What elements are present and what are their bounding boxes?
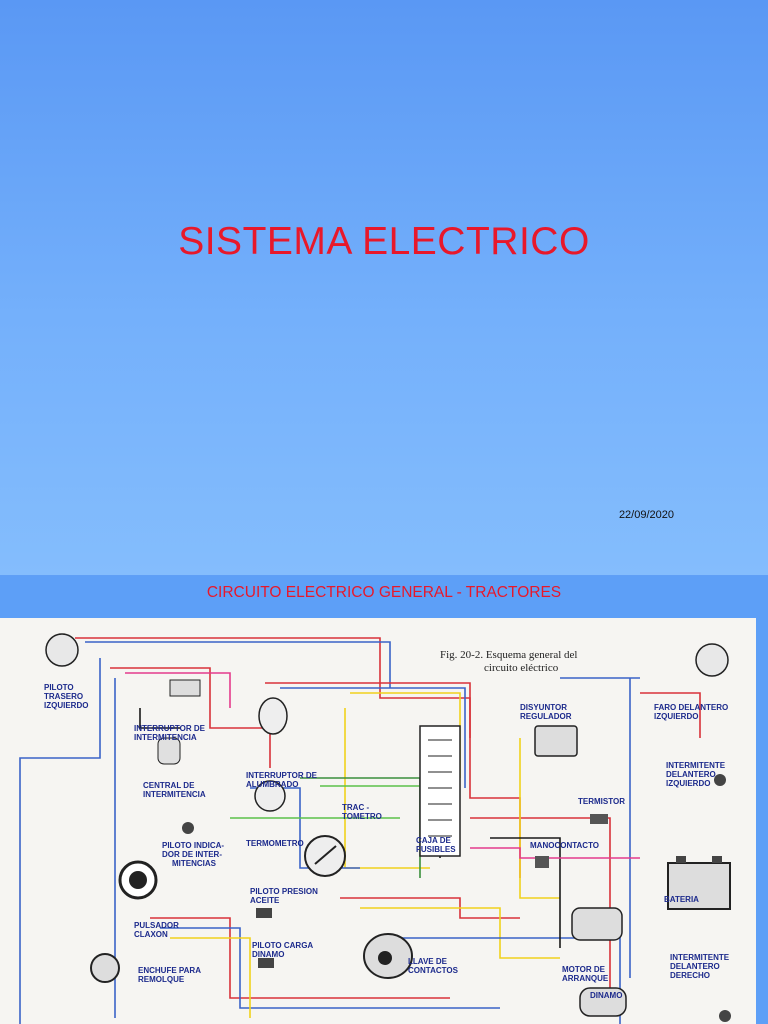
label-piloto-indicador-1: PILOTO INDICA-: [162, 841, 224, 850]
central-intermitencia-unit: [157, 737, 181, 765]
label-bateria: BATERIA: [664, 895, 699, 904]
label-piloto-indicador-2: DOR DE INTER-: [162, 850, 222, 859]
label-manocontacto: MANOCONTACTO: [530, 841, 599, 850]
bateria-block: [667, 862, 731, 910]
label-central-intermitencia-2: INTERMITENCIA: [143, 790, 206, 799]
label-motor-arranque-2: ARRANQUE: [562, 974, 609, 983]
label-faro-delantero-1: FARO DELANTERO: [654, 703, 728, 712]
tractometro-needle: [314, 845, 337, 865]
termistor-sensor: [590, 814, 608, 824]
component-labels: PILOTO TRASERO IZQUIERDO INTERRUPTOR DE …: [44, 683, 730, 1000]
title-slide: SISTEMA ELECTRICO 22/09/2020: [0, 0, 768, 575]
enchufe-remolque-socket: [90, 953, 120, 983]
label-interruptor-alumbrado-1: INTERRUPTOR DE: [246, 771, 318, 780]
label-piloto-carga-2: DINAMO: [252, 950, 284, 959]
piloto-carga-lamp: [258, 958, 274, 968]
faro-delantero-lamp: [695, 643, 729, 677]
label-termistor: TERMISTOR: [578, 797, 625, 806]
label-tractometro-1: TRAC -: [342, 803, 369, 812]
label-piloto-presion-1: PILOTO PRESION: [250, 887, 318, 896]
wires: [19, 637, 701, 1024]
label-disyuntor-2: REGULADOR: [520, 712, 572, 721]
piloto-trasero-lamp: [45, 633, 79, 667]
dinamo-unit: [579, 987, 627, 1017]
slide-title: SISTEMA ELECTRICO: [178, 220, 590, 263]
caja-fusibles-box: [419, 725, 461, 857]
label-central-intermitencia-1: CENTRAL DE: [143, 781, 195, 790]
label-intermitente-izq-3: IZQUIERDO: [666, 779, 710, 788]
label-intermitente-der-3: DERECHO: [670, 971, 710, 980]
bateria-terminal-neg: [712, 856, 722, 863]
fuse-row: [428, 739, 452, 837]
figure-caption-line2: circuito eléctrico: [484, 662, 559, 674]
label-tractometro-2: TOMETRO: [342, 812, 382, 821]
label-termometro: TERMOMETRO: [246, 839, 304, 848]
label-faro-delantero-2: IZQUIERDO: [654, 712, 698, 721]
label-piloto-trasero-3: IZQUIERDO: [44, 701, 88, 710]
label-piloto-trasero-2: TRASERO: [44, 692, 83, 701]
label-dinamo: DINAMO: [590, 991, 622, 1000]
bateria-terminal-pos: [676, 856, 686, 863]
label-disyuntor-1: DISYUNTOR: [520, 703, 567, 712]
wiring-diagram: Fig. 20-2. Esquema general del circuito …: [0, 618, 756, 1024]
slide-date: 22/09/2020: [618, 509, 674, 521]
diagram-slide: CIRCUITO ELECTRICO GENERAL - TRACTORES: [0, 576, 768, 1024]
label-enchufe-remolque-1: ENCHUFE PARA: [138, 966, 201, 975]
label-enchufe-remolque-2: REMOLQUE: [138, 975, 185, 984]
label-caja-fusibles-2: FUSIBLES: [416, 845, 456, 854]
label-intermitente-izq-1: INTERMITENTE: [666, 761, 726, 770]
slide-subtitle: CIRCUITO ELECTRICO GENERAL - TRACTORES: [206, 584, 562, 601]
figure-caption-line1: Fig. 20-2. Esquema general del: [440, 649, 577, 661]
label-llave-contactos-2: CONTACTOS: [408, 966, 459, 975]
label-intermitente-der-2: DELANTERO: [670, 962, 720, 971]
piloto-presion-lamp: [256, 908, 272, 918]
motor-arranque-unit: [571, 907, 623, 941]
label-intermitente-der-1: INTERMITENTE: [670, 953, 730, 962]
manocontacto-sensor: [535, 856, 549, 868]
label-llave-contactos-1: LLAVE DE: [408, 957, 448, 966]
interruptor-intermitencia-switch: [169, 679, 201, 697]
intermitente-izquierdo-lamp: [714, 774, 726, 786]
components: [45, 633, 731, 1022]
wiring-diagram-svg: Fig. 20-2. Esquema general del circuito …: [19, 633, 731, 1024]
disyuntor-regulador-unit: [534, 725, 578, 757]
label-motor-arranque-1: MOTOR DE: [562, 965, 606, 974]
label-piloto-presion-2: ACEITE: [250, 896, 280, 905]
label-piloto-indicador-3: MITENCIAS: [172, 859, 217, 868]
label-interruptor-intermitencia-1: INTERRUPTOR DE: [134, 724, 206, 733]
termometro-gauge: [254, 780, 286, 812]
label-pulsador-claxon-2: CLAXON: [134, 930, 168, 939]
llave-contactos-key: [378, 951, 392, 965]
pulsador-claxon-center: [129, 871, 147, 889]
label-piloto-carga-1: PILOTO CARGA: [252, 941, 313, 950]
label-piloto-trasero-1: PILOTO: [44, 683, 74, 692]
label-intermitente-izq-2: DELANTERO: [666, 770, 716, 779]
interruptor-alumbrado-switch: [258, 697, 288, 735]
label-interruptor-alumbrado-2: ALUMBRADO: [246, 780, 298, 789]
intermitente-derecho-lamp: [719, 1010, 731, 1022]
label-caja-fusibles-1: CAJA DE: [416, 836, 451, 845]
piloto-indicador-lamp: [182, 822, 194, 834]
label-pulsador-claxon-1: PULSADOR: [134, 921, 179, 930]
label-interruptor-intermitencia-2: INTERMITENCIA: [134, 733, 197, 742]
